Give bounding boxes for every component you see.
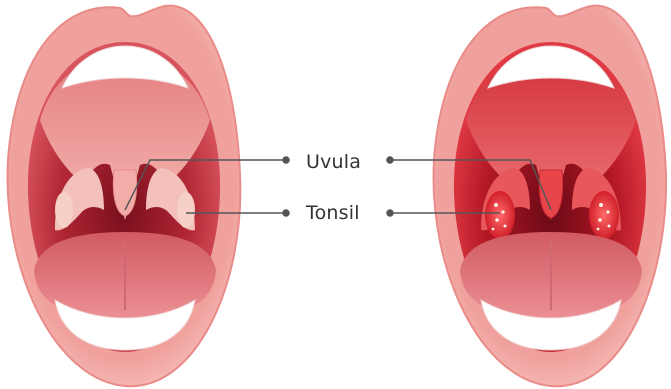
healthy-left-tonsil [55, 192, 73, 228]
tonsil-label: Tonsil [306, 202, 360, 224]
uvula-label: Uvula [306, 151, 361, 173]
tonsil-dot-right [387, 210, 393, 216]
inflamed-right-tonsil [589, 191, 619, 239]
inflamed-mouth [434, 6, 667, 387]
healthy-mouth [8, 6, 241, 387]
uvula-dot-left [283, 157, 289, 163]
uvula-dot-right [387, 157, 393, 163]
inflamed-left-tonsil [485, 191, 515, 239]
healthy-right-tonsil [177, 192, 195, 228]
tonsil-dot-left [283, 210, 289, 216]
